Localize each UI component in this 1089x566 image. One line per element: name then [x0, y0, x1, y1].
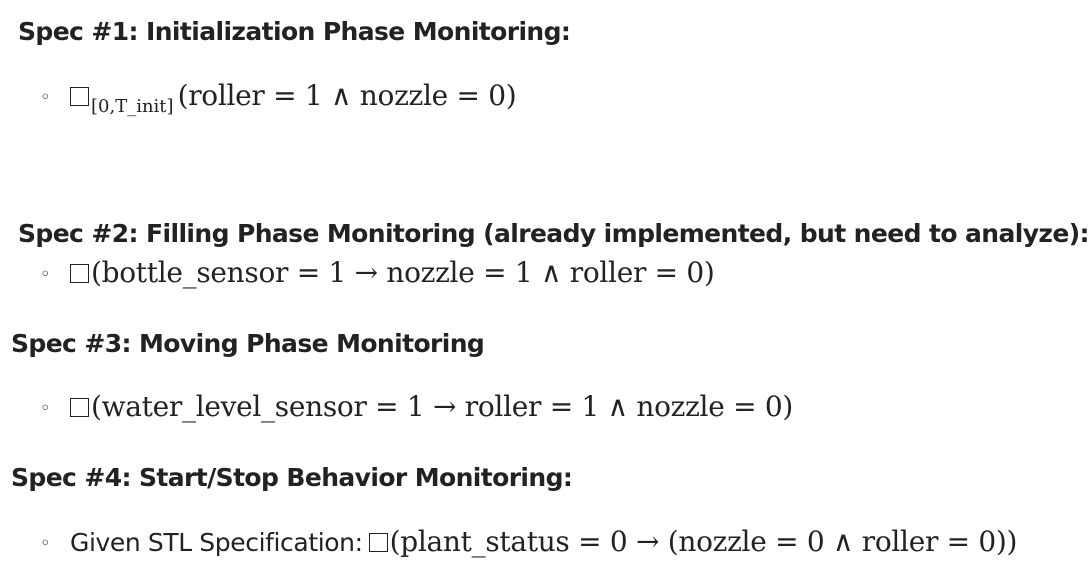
box-always-icon: [368, 533, 388, 552]
spec2-formula: (bottle_sensor = 1 → nozzle = 1 ∧ roller…: [91, 256, 715, 289]
box-always-icon: [70, 264, 89, 283]
spec1-formula: (roller = 1 ∧ nozzle = 0): [177, 79, 517, 112]
spec3-formula: (water_level_sensor = 1 → roller = 1 ∧ n…: [91, 390, 793, 423]
spec2-item: ◦ (bottle_sensor = 1 → nozzle = 1 ∧ roll…: [40, 259, 715, 287]
bullet-icon: ◦: [40, 533, 51, 554]
bullet-icon: ◦: [40, 87, 51, 108]
spec4-heading: Spec #4: Start/Stop Behavior Monitoring:: [11, 463, 573, 492]
spec4-label: Given STL Specification:: [70, 528, 363, 557]
bullet-icon: ◦: [40, 398, 51, 419]
spec1-item: ◦ [0,T_init] (roller = 1 ∧ nozzle = 0): [40, 79, 517, 116]
box-always-icon: [70, 87, 89, 106]
box-always-icon: [70, 398, 89, 417]
spec1-heading: Spec #1: Initialization Phase Monitoring…: [18, 17, 571, 46]
spec3-item: ◦ (water_level_sensor = 1 → roller = 1 ∧…: [40, 393, 793, 421]
spec1-subscript: [0,T_init]: [91, 96, 174, 117]
bullet-icon: ◦: [40, 264, 51, 285]
spec3-heading: Spec #3: Moving Phase Monitoring: [11, 329, 485, 358]
spec4-item: ◦ Given STL Specification: (plant_status…: [40, 528, 1017, 556]
spec4-formula: (plant_status = 0 → (nozzle = 0 ∧ roller…: [389, 525, 1018, 558]
spec2-heading: Spec #2: Filling Phase Monitoring (alrea…: [18, 219, 1089, 248]
